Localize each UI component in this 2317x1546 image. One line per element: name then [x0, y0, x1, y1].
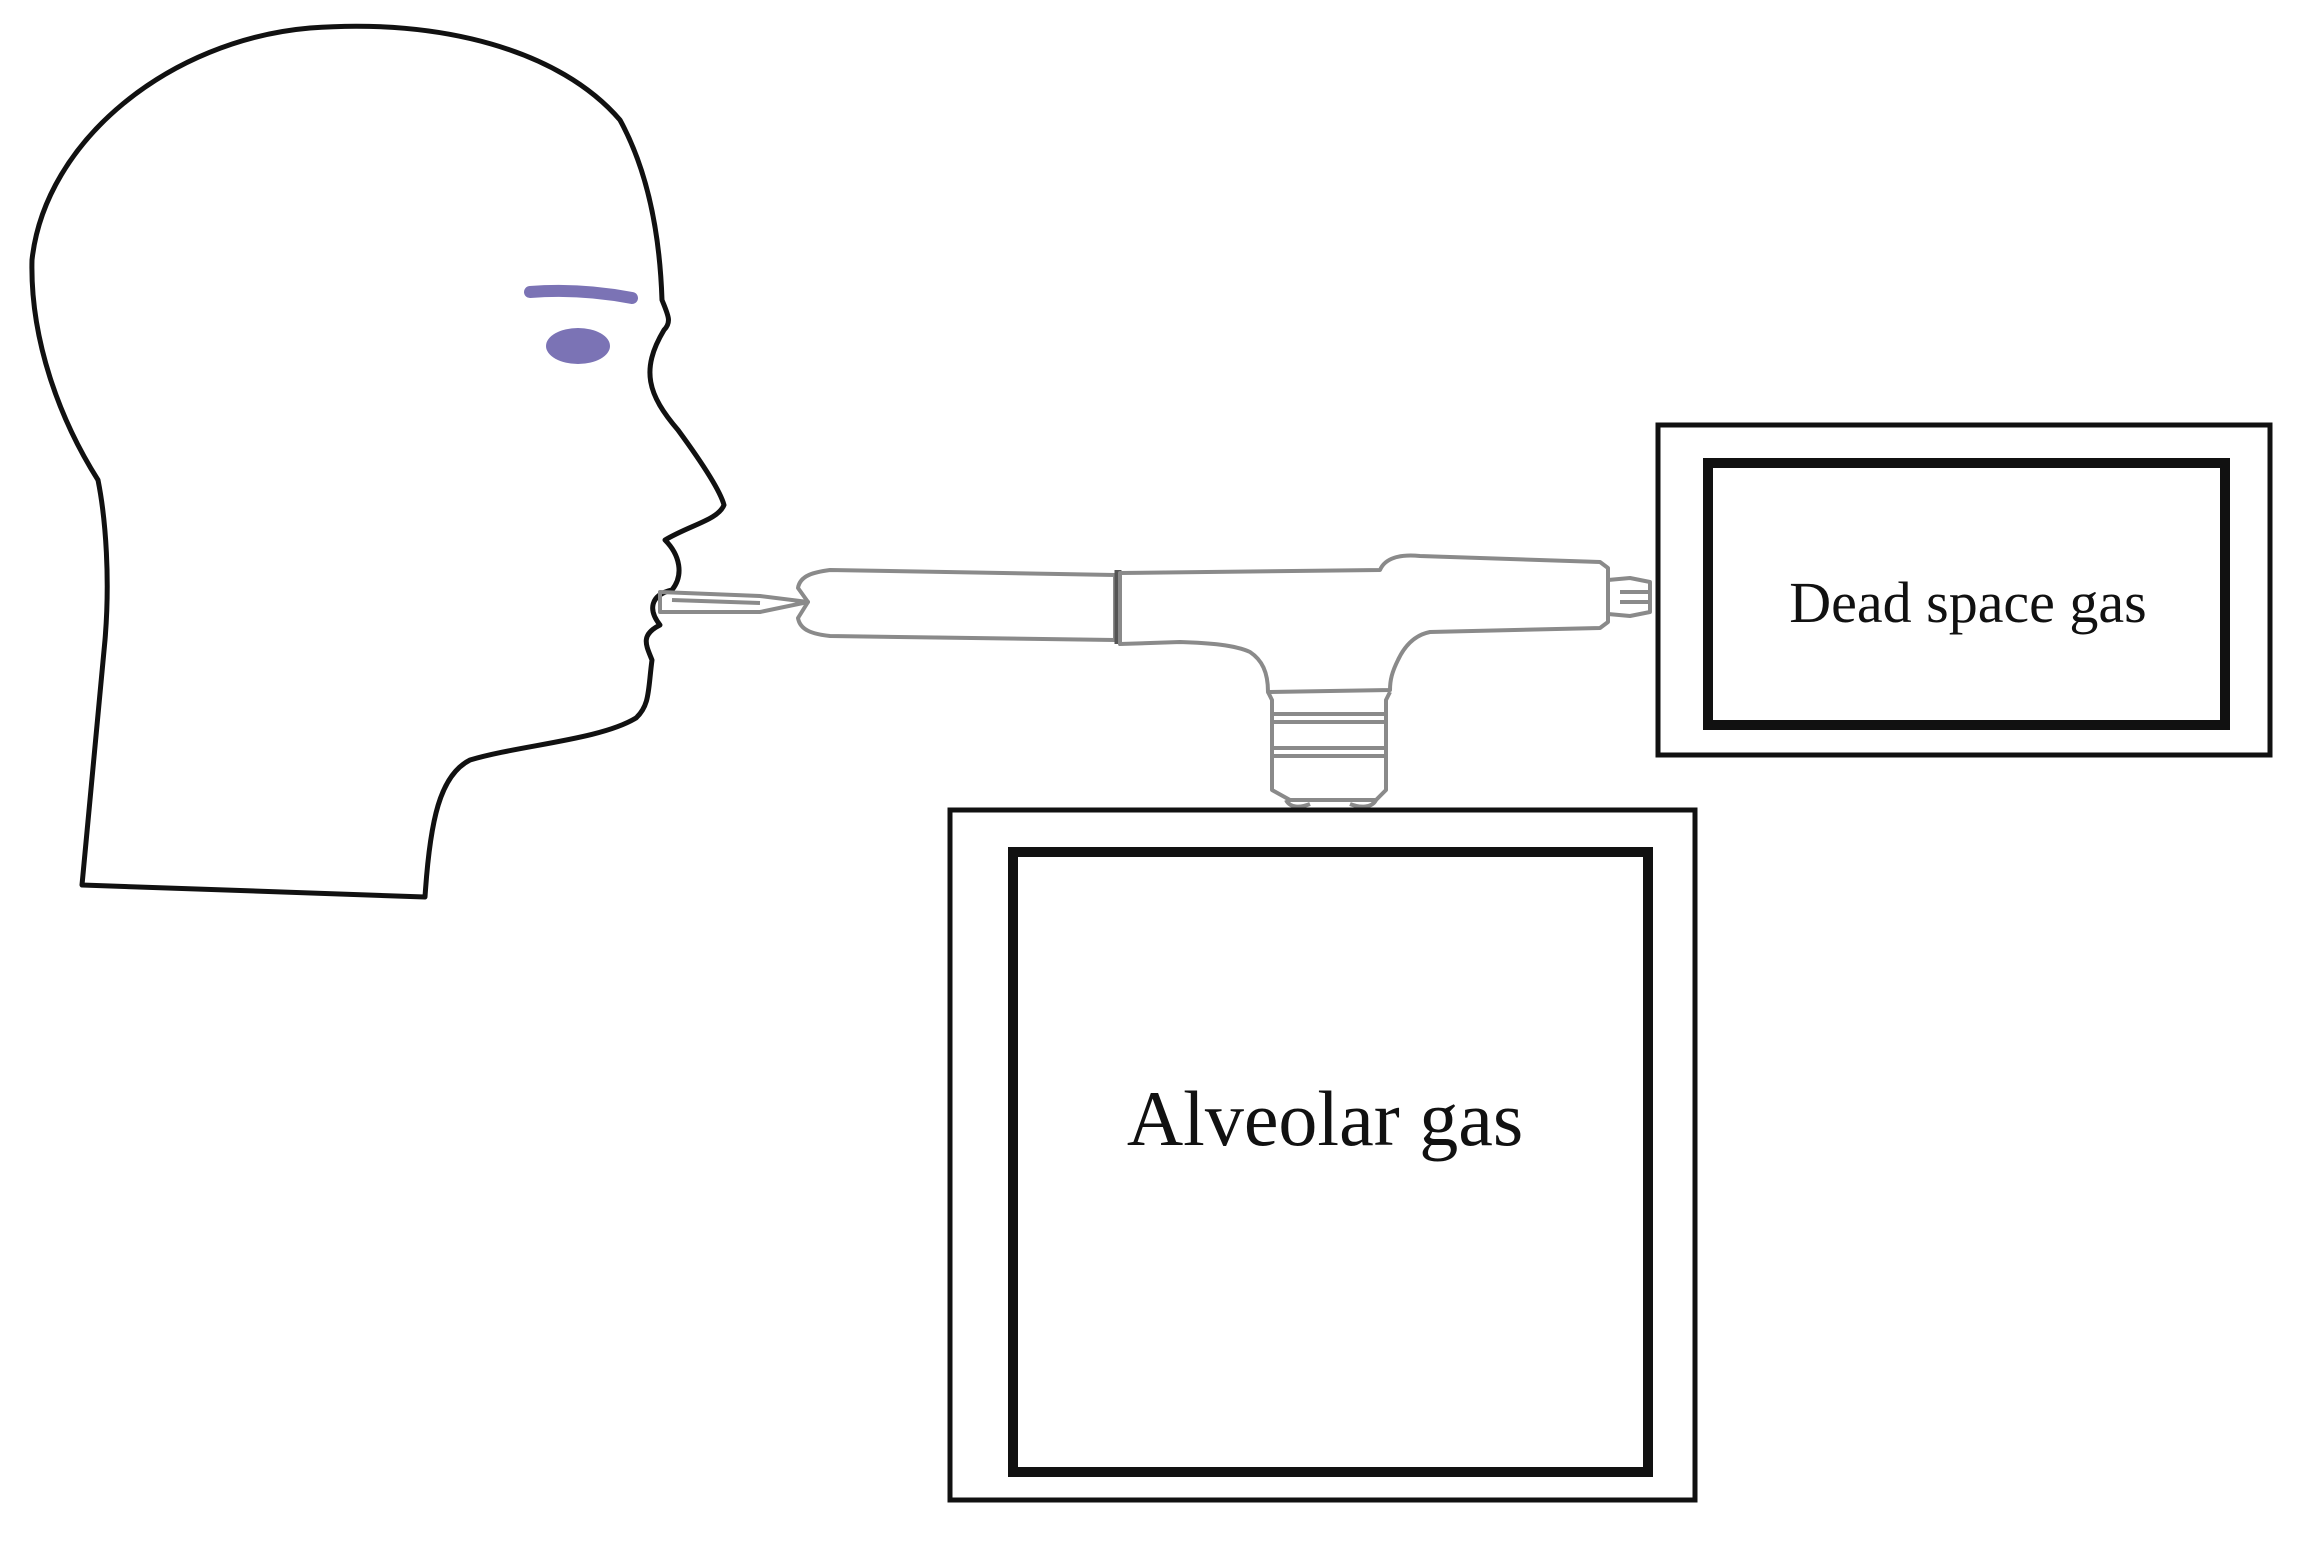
t-junction-tube [1118, 553, 1610, 694]
head-profile-icon [29, 23, 727, 900]
mouthpiece-inner [671, 598, 761, 605]
dead-space-outer-frame [1655, 422, 2273, 758]
dead-space-label: Dead space gas [1789, 570, 2147, 635]
dead-space-container: Dead space gas [1655, 422, 2273, 758]
alveolar-outer-frame [947, 807, 1698, 1503]
dead-space-inner-frame [1703, 458, 2230, 730]
alveolar-inner-frame [1008, 847, 1653, 1477]
eyebrow-icon [524, 284, 638, 304]
sampling-apparatus [658, 553, 1652, 809]
head-figure [29, 23, 727, 900]
eye-icon [546, 328, 610, 364]
alveolar-label: Alveolar gas [1127, 1075, 1523, 1162]
alveolar-container: Alveolar gas [947, 807, 1698, 1503]
dead-space-connector [1607, 576, 1652, 618]
mouthpiece [658, 590, 810, 614]
tube-segment-1 [796, 568, 1117, 642]
